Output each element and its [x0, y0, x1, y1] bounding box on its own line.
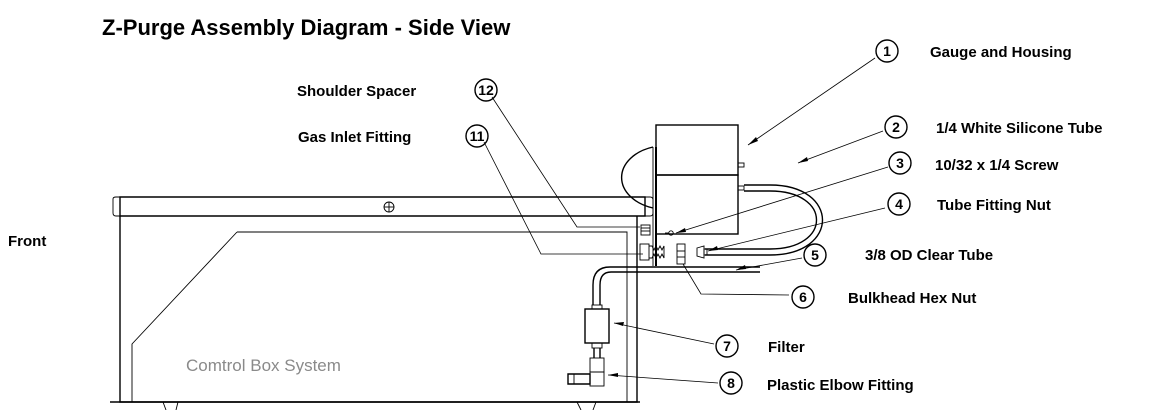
- callout-label-8: Plastic Elbow Fitting: [767, 377, 914, 394]
- gauge-port-lower: [737, 185, 745, 191]
- box-foot-left: [162, 401, 179, 410]
- callout-3: 3 10/32 x 1/4 Screw: [888, 151, 1059, 175]
- tube-fitting-nut-icon: [696, 245, 708, 259]
- box-label: Comtrol Box System: [186, 356, 341, 375]
- svg-text:6: 6: [799, 289, 807, 305]
- shoulder-spacer-icon: [640, 224, 651, 236]
- lid-screw-icon: [383, 201, 395, 213]
- svg-text:12: 12: [478, 82, 494, 98]
- box-lid: [119, 196, 646, 217]
- diagram-title: Z-Purge Assembly Diagram - Side View: [102, 15, 511, 40]
- gauge-lower-housing: [655, 174, 739, 235]
- plastic-elbow-fitting-icon: [567, 357, 605, 387]
- callout-label-12: Shoulder Spacer: [297, 83, 416, 100]
- callout-4: 4 Tube Fitting Nut: [887, 192, 1051, 216]
- front-label: Front: [8, 233, 46, 250]
- callout-5: 5 3/8 OD Clear Tube: [803, 243, 993, 267]
- callout-label-1: Gauge and Housing: [930, 44, 1072, 61]
- gauge-upper-housing: [655, 124, 739, 176]
- callout-8: 8 Plastic Elbow Fitting: [719, 371, 914, 395]
- silicone-tube: [705, 184, 823, 256]
- filter-icon: [584, 304, 610, 358]
- svg-text:2: 2: [892, 119, 900, 135]
- callout-label-11: Gas Inlet Fitting: [298, 129, 411, 146]
- callout-label-2: 1/4 White Silicone Tube: [936, 120, 1102, 137]
- box-foot-right: [576, 401, 597, 410]
- svg-text:8: 8: [727, 375, 735, 391]
- gauge-port-upper: [737, 162, 745, 168]
- svg-text:5: 5: [811, 247, 819, 263]
- callout-1: 1 Gauge and Housing: [875, 39, 1072, 63]
- clear-tube: [592, 266, 632, 305]
- callout-label-5: 3/8 OD Clear Tube: [865, 247, 993, 264]
- svg-text:11: 11: [470, 128, 485, 144]
- box-inner-panel: [131, 231, 628, 402]
- callout-label-3: 10/32 x 1/4 Screw: [935, 157, 1059, 174]
- gauge-dome: [620, 146, 654, 209]
- callout-label-7: Filter: [768, 339, 805, 356]
- control-box: Comtrol Box System: [110, 196, 654, 410]
- leader-lines: [483, 57, 889, 384]
- lid-hinge-left: [112, 196, 121, 217]
- screw-icon: [665, 230, 674, 236]
- callout-label-6: Bulkhead Hex Nut: [848, 290, 976, 307]
- svg-text:1: 1: [883, 43, 891, 59]
- svg-text:3: 3: [896, 155, 904, 171]
- svg-text:4: 4: [895, 196, 903, 212]
- svg-text:7: 7: [723, 338, 731, 354]
- callout-11: 11 Gas Inlet Fitting: [298, 124, 489, 148]
- gauge-housing: [620, 124, 745, 235]
- callout-6: 6 Bulkhead Hex Nut: [791, 285, 976, 309]
- bulkhead-hex-nut-icon: [676, 243, 686, 265]
- callout-7: 7 Filter: [715, 334, 805, 358]
- gas-inlet-fitting-icon: [639, 243, 665, 261]
- callout-label-4: Tube Fitting Nut: [937, 197, 1051, 214]
- callout-2: 2 1/4 White Silicone Tube: [884, 115, 1102, 139]
- callout-12: 12 Shoulder Spacer: [297, 78, 498, 102]
